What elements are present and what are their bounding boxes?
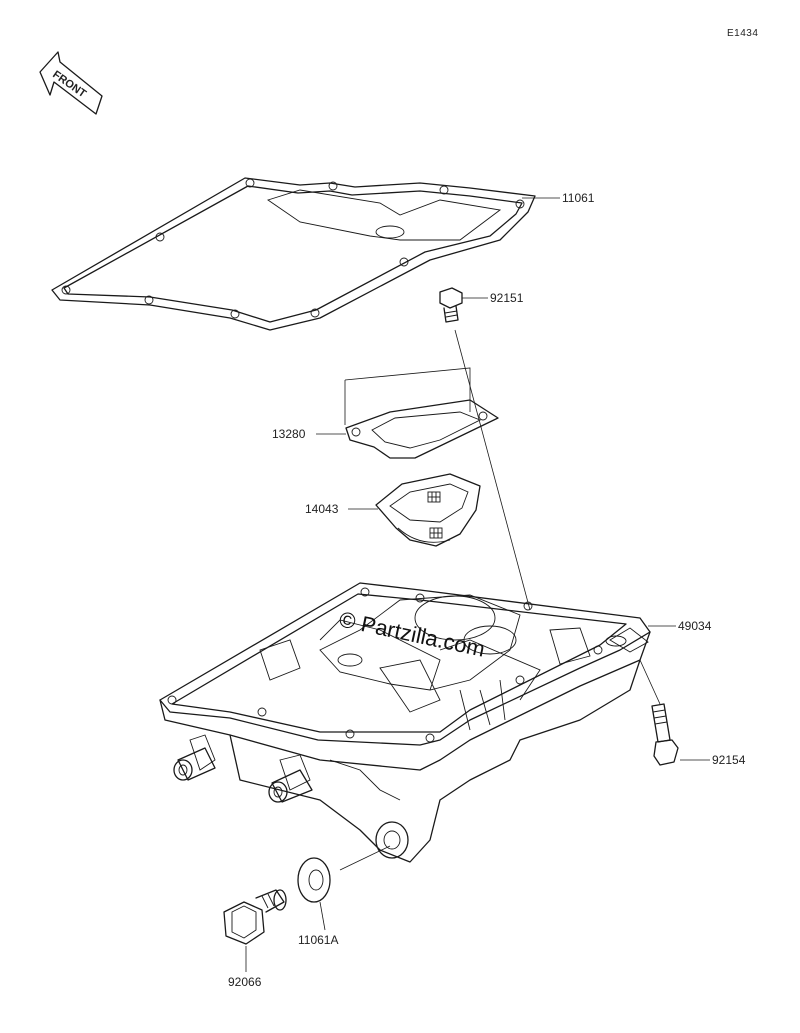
mesh-icon [427,491,443,539]
part-number-13280: 13280 [272,427,306,441]
front-label: FRONT [50,69,88,101]
oil-pan-gasket [51,177,536,331]
bolt-92151 [439,287,463,323]
strainer-plate-13280 [345,399,499,459]
part-number-49034: 49034 [678,619,712,633]
part-number-11061a: 11061A [298,933,338,947]
part-number-92066: 92066 [228,975,262,989]
oil-pan-49034 [159,582,651,863]
front-arrow-icon: FRONT [39,51,103,115]
diagram-code: E1434 [727,28,758,39]
part-number-92154: 92154 [712,753,746,767]
drain-plug-92066 [223,889,287,945]
part-number-14043: 14043 [305,502,339,516]
bolt-92154 [651,703,679,766]
part-number-11061: 11061 [562,191,595,205]
part-number-92151: 92151 [490,291,524,305]
washer-11061a [297,857,331,903]
watermark: © Partzilla.com [337,606,487,661]
oil-strainer-14043 [375,473,481,547]
